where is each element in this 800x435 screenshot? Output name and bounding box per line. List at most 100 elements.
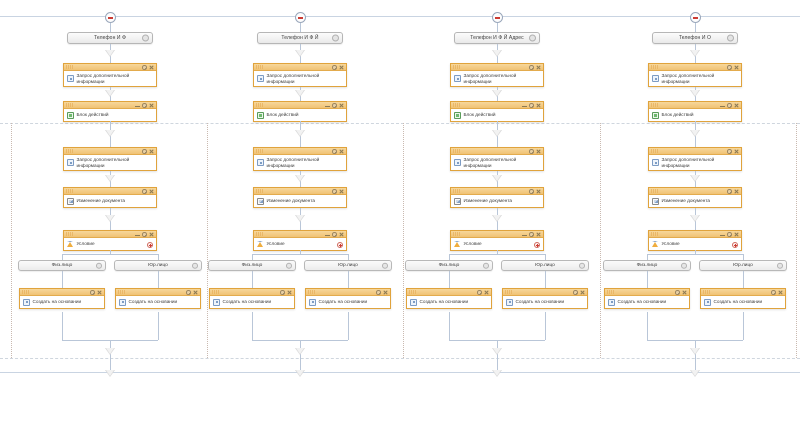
gear-icon[interactable] [332,34,339,42]
gear-icon[interactable] [529,34,536,42]
close-icon[interactable] [734,232,739,237]
close-icon[interactable] [383,290,388,295]
node-request-info[interactable]: Запрос дополнительной информации [450,63,544,88]
close-icon[interactable] [536,149,541,154]
node-document-change[interactable]: Изменение документа [63,187,157,208]
drag-handle[interactable] [66,189,73,193]
node-create-based-on[interactable]: Создать на основании [700,288,786,309]
node-header[interactable] [503,289,587,296]
node-header[interactable] [116,289,200,296]
close-icon[interactable] [734,65,739,70]
close-icon[interactable] [339,103,344,108]
lane-header-lane-3[interactable]: Телефон И Ф Й Адрес [454,32,540,44]
gear-icon[interactable] [142,34,149,42]
drag-handle[interactable] [651,65,658,69]
node-condition[interactable]: Условие [63,230,157,251]
branch-legal[interactable]: Юр.лицо [114,260,202,271]
gear-icon[interactable] [332,65,337,70]
drag-handle[interactable] [453,149,460,153]
gear-icon[interactable] [529,65,534,70]
add-branch-button[interactable] [534,242,540,248]
close-icon[interactable] [97,290,102,295]
node-header[interactable] [210,289,294,296]
branch-individual[interactable]: Физ.лицо [208,260,296,271]
node-request-info[interactable]: Запрос дополнительной информации [648,63,742,88]
node-action-block[interactable]: Блок действий [63,101,157,122]
gear-icon[interactable] [727,189,732,194]
gear-icon[interactable] [529,103,534,108]
close-icon[interactable] [339,189,344,194]
collapse-button[interactable] [689,12,701,23]
gear-icon[interactable] [376,290,381,295]
node-header[interactable] [451,148,543,155]
minimize-icon[interactable] [522,103,528,108]
drag-handle[interactable] [453,232,460,236]
minimize-icon[interactable] [135,103,141,108]
node-header[interactable] [254,102,346,109]
node-header[interactable] [20,289,104,296]
node-create-based-on[interactable]: Создать на основании [406,288,492,309]
node-header[interactable] [64,188,156,195]
gear-icon[interactable] [675,290,680,295]
add-branch-button[interactable] [732,242,738,248]
gear-icon[interactable] [142,189,147,194]
node-header[interactable] [64,102,156,109]
add-branch-button[interactable] [337,242,343,248]
drag-handle[interactable] [256,232,263,236]
collapse-button[interactable] [491,12,503,23]
close-icon[interactable] [536,189,541,194]
branch-individual[interactable]: Физ.лицо [405,260,493,271]
gear-icon[interactable] [142,232,147,237]
gear-icon[interactable] [332,189,337,194]
drag-handle[interactable] [66,65,73,69]
drag-handle[interactable] [66,232,73,236]
gear-icon[interactable] [776,262,783,269]
node-header[interactable] [649,231,741,238]
gear-icon[interactable] [727,65,732,70]
node-document-change[interactable]: Изменение документа [648,187,742,208]
branch-individual[interactable]: Физ.лицо [18,260,106,271]
node-header[interactable] [254,231,346,238]
close-icon[interactable] [193,290,198,295]
drag-handle[interactable] [453,103,460,107]
close-icon[interactable] [149,149,154,154]
close-icon[interactable] [682,290,687,295]
drag-handle[interactable] [453,65,460,69]
drag-handle[interactable] [256,65,263,69]
node-header[interactable] [451,188,543,195]
close-icon[interactable] [778,290,783,295]
gear-icon[interactable] [381,262,388,269]
node-header[interactable] [254,148,346,155]
drag-handle[interactable] [118,290,125,294]
drag-handle[interactable] [256,189,263,193]
drag-handle[interactable] [453,189,460,193]
gear-icon[interactable] [280,290,285,295]
gear-icon[interactable] [142,103,147,108]
drag-handle[interactable] [505,290,512,294]
drag-handle[interactable] [651,232,658,236]
lane-header-lane-2[interactable]: Телефон И Ф Й [257,32,343,44]
lane-header-lane-4[interactable]: Телефон И О [652,32,738,44]
close-icon[interactable] [149,65,154,70]
gear-icon[interactable] [477,290,482,295]
node-header[interactable] [64,231,156,238]
node-create-based-on[interactable]: Создать на основании [305,288,391,309]
node-header[interactable] [451,64,543,71]
minimize-icon[interactable] [325,103,331,108]
node-header[interactable] [649,148,741,155]
branch-legal[interactable]: Юр.лицо [501,260,589,271]
minimize-icon[interactable] [135,232,141,237]
node-header[interactable] [64,148,156,155]
close-icon[interactable] [536,103,541,108]
gear-icon[interactable] [482,262,489,269]
collapse-button[interactable] [104,12,116,23]
node-header[interactable] [254,64,346,71]
drag-handle[interactable] [256,149,263,153]
node-header[interactable] [306,289,390,296]
gear-icon[interactable] [529,232,534,237]
gear-icon[interactable] [90,290,95,295]
node-request-info-2[interactable]: Запрос дополнительной информации [63,147,157,172]
gear-icon[interactable] [680,262,687,269]
gear-icon[interactable] [727,103,732,108]
drag-handle[interactable] [66,103,73,107]
